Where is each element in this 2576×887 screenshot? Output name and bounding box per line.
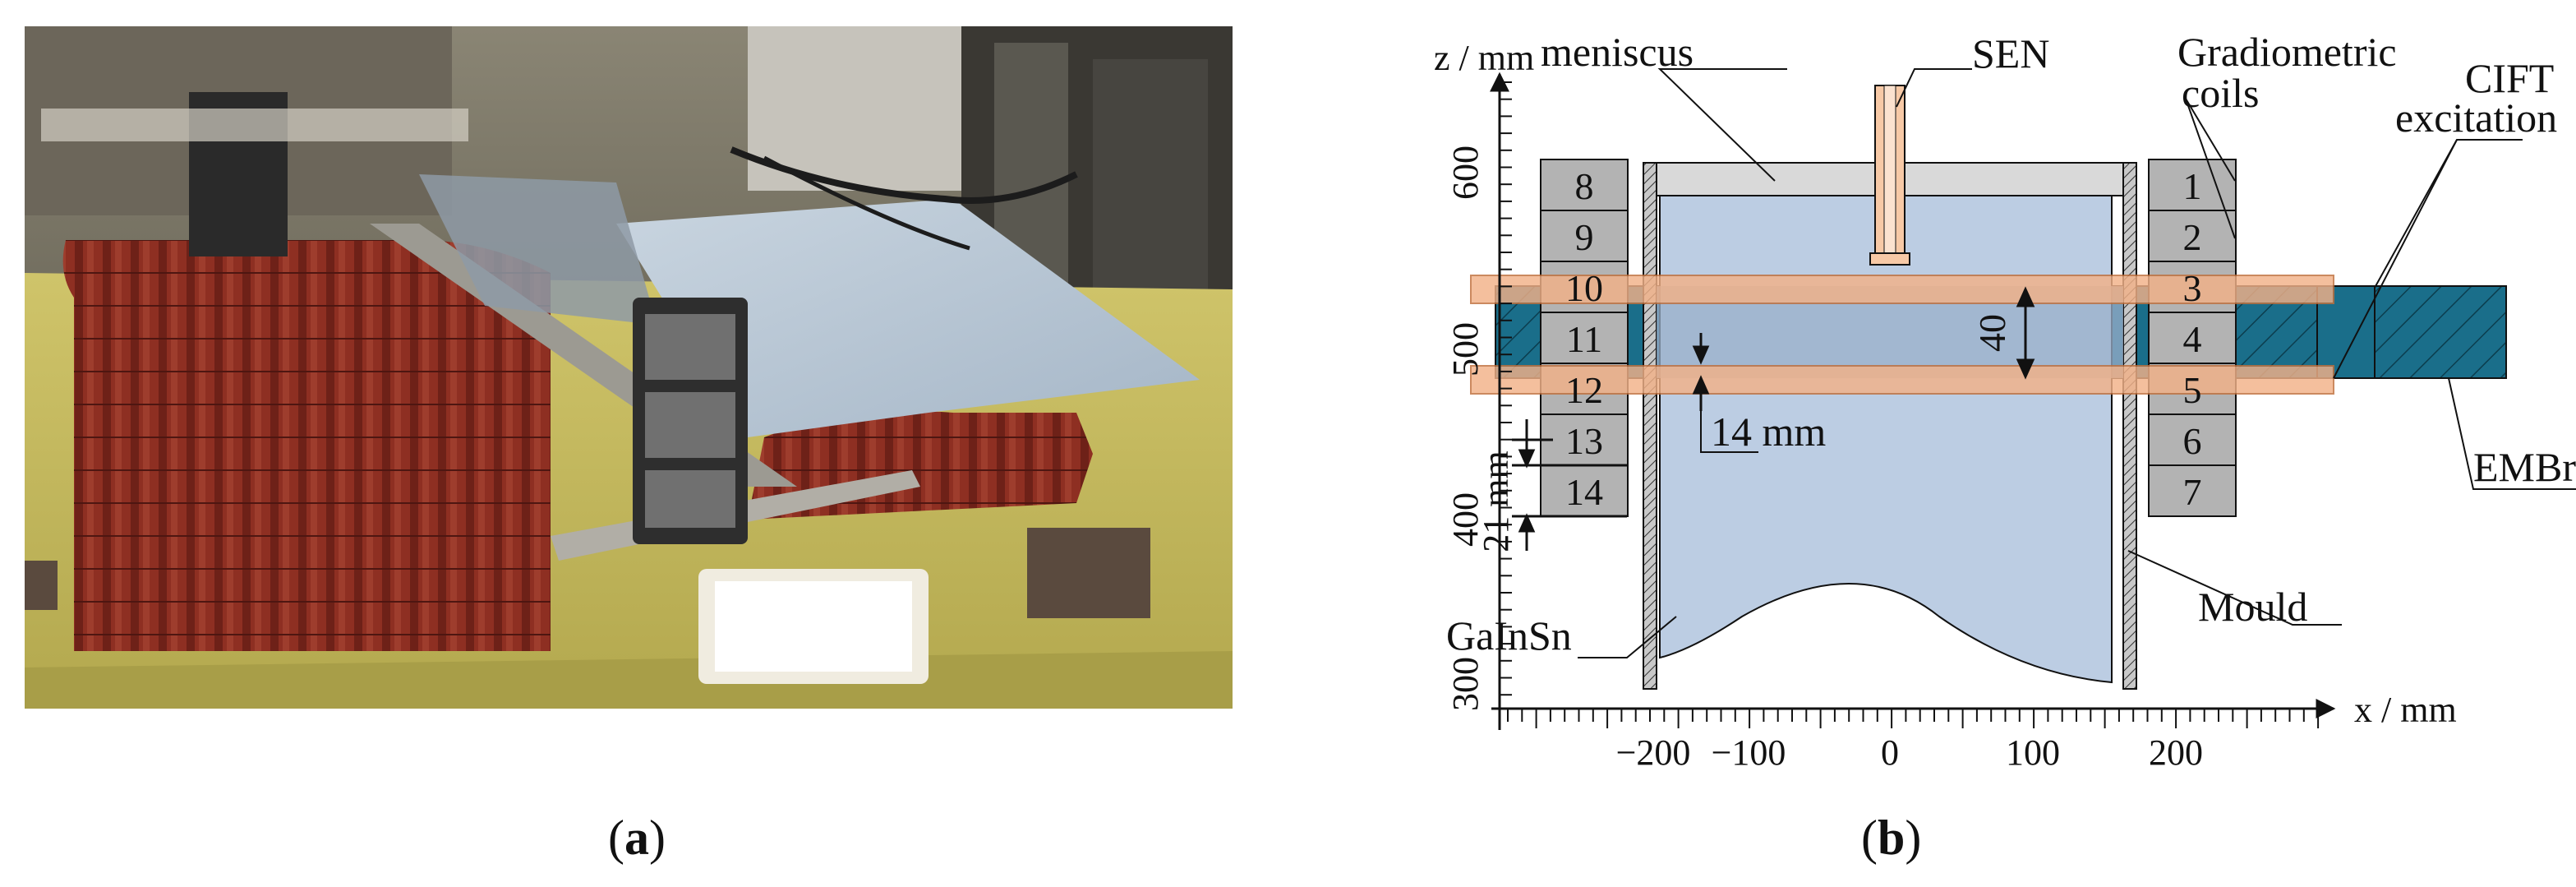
experiment-photo — [25, 26, 1233, 709]
coil-label-9: 9 — [1575, 216, 1594, 258]
coil-label-2: 2 — [2183, 216, 2202, 258]
coil-label-7: 7 — [2183, 471, 2202, 513]
experiment-photo-illustration — [25, 26, 1233, 709]
diagram-svg: 8 9 10 11 12 13 14 1 2 3 4 5 6 7 x / mm … — [1434, 29, 2576, 773]
coil-label-10: 10 — [1565, 267, 1603, 309]
cift-excitation-lower — [1470, 365, 2334, 395]
z-axis-label: z / mm — [1434, 38, 1534, 78]
coil-4 — [2148, 312, 2237, 364]
z-tick-300: 300 — [1445, 657, 1486, 711]
coil-13 — [1540, 413, 1629, 466]
label-14mm: 14 mm — [1711, 409, 1826, 455]
coil-14 — [1540, 464, 1629, 517]
cross-section-diagram: 8 9 10 11 12 13 14 1 2 3 4 5 6 7 x / mm … — [1282, 25, 2576, 814]
coil-label-13: 13 — [1565, 420, 1603, 462]
label-mould: Mould — [2198, 584, 2307, 630]
z-tick-600: 600 — [1445, 146, 1486, 200]
embr-pole-right — [2374, 285, 2507, 379]
label-coils: coils — [2182, 70, 2259, 116]
dim-40-label: 40 — [1971, 314, 2013, 352]
leader-sen — [1896, 68, 1972, 108]
x-axis-label: x / mm — [2354, 690, 2457, 730]
cloth-cover — [616, 199, 1200, 437]
coil-label-4: 4 — [2183, 318, 2202, 360]
z-tick-400: 400 — [1445, 492, 1486, 547]
mould-assembly — [419, 174, 649, 322]
label-embr: EMBr — [2473, 444, 2576, 490]
x-tick-100: 100 — [2006, 732, 2060, 773]
leader-cift-lower — [2333, 139, 2458, 379]
x-tick-neg100: −100 — [1712, 732, 1786, 773]
mould-wall-right — [2122, 162, 2137, 690]
x-tick-200: 200 — [2149, 732, 2203, 773]
caption-b: (b) — [1861, 811, 1922, 865]
z-axis-ticks — [1500, 81, 1512, 696]
pad-right — [1027, 528, 1150, 618]
label-excitation: excitation — [2395, 95, 2557, 141]
coil-label-6: 6 — [2183, 420, 2202, 462]
x-tick-neg200: −200 — [1616, 732, 1691, 773]
coil-label-11: 11 — [1566, 318, 1602, 360]
coil-8 — [1540, 159, 1629, 211]
label-gradiometric: Gradiometric — [2177, 29, 2397, 75]
window-blinds — [748, 26, 961, 191]
coil-label-3: 3 — [2183, 267, 2202, 309]
label-gainsn: GaInSn — [1446, 612, 1572, 658]
leader-cift-upper — [2374, 139, 2523, 289]
mould-wall-left — [1643, 162, 1657, 690]
caption-a: (a) — [608, 811, 666, 865]
coil-2 — [2148, 210, 2237, 262]
x-tick-0: 0 — [1881, 732, 1899, 773]
leader-meniscus — [1657, 68, 1787, 182]
leader-gainsn — [1578, 616, 1677, 658]
coil-label-5: 5 — [2183, 369, 2202, 411]
label-meniscus: meniscus — [1541, 29, 1694, 75]
leader-mould — [2127, 550, 2342, 626]
z-tick-500: 500 — [1445, 322, 1486, 377]
coil-7 — [2148, 464, 2237, 517]
x-axis-ticks — [1507, 709, 2320, 728]
coil-label-8: 8 — [1575, 165, 1594, 207]
coil-label-12: 12 — [1565, 369, 1603, 411]
dim-21mm-label: 21 mm — [1476, 450, 1516, 552]
leader-embr — [2448, 377, 2576, 490]
leader-coil-2 — [2185, 98, 2236, 239]
coil-windings-left — [62, 240, 551, 651]
coil-6 — [2148, 413, 2237, 466]
coil-label-1: 1 — [2183, 165, 2202, 207]
label-cift: CIFT — [2465, 55, 2554, 101]
cift-excitation-upper — [1470, 275, 2334, 304]
coil-label-14: 14 — [1565, 471, 1603, 513]
label-sen: SEN — [1972, 30, 2049, 76]
leader-coil-1 — [2185, 98, 2236, 182]
